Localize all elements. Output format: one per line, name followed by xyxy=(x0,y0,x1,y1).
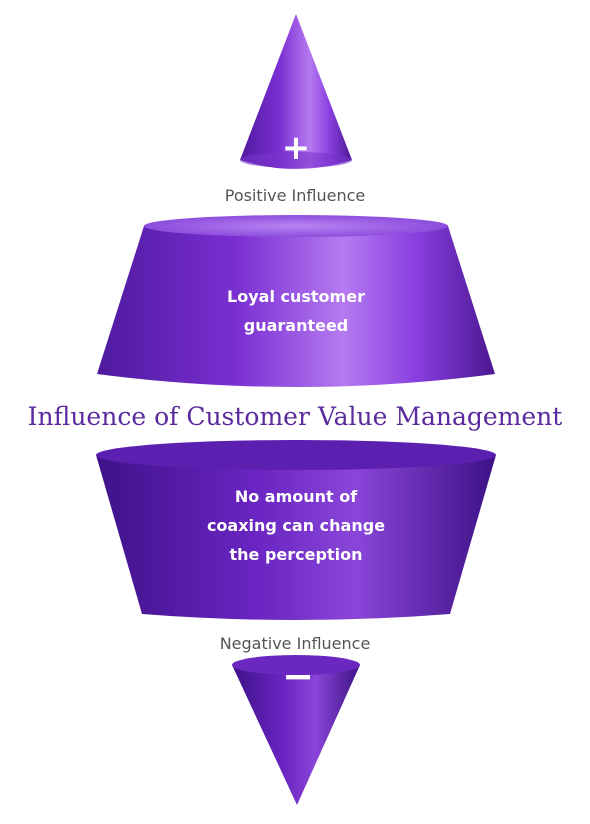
lower-block-line-2: coaxing can change xyxy=(206,516,386,535)
upper-block-text: Loyal customer guaranteed xyxy=(196,282,396,340)
minus-icon: − xyxy=(282,654,314,698)
lower-block-line-3: the perception xyxy=(229,545,363,564)
positive-cone xyxy=(240,14,352,169)
upper-frustum xyxy=(97,215,495,387)
lower-block-text: No amount of coaxing can change the perc… xyxy=(176,482,416,569)
plus-icon: + xyxy=(281,128,311,168)
diagram-title: Influence of Customer Value Management xyxy=(27,402,563,431)
lower-frustum xyxy=(96,440,496,620)
upper-block-line-2: guaranteed xyxy=(243,316,349,335)
upper-block-line-1: Loyal customer xyxy=(227,287,365,306)
positive-influence-label: Positive Influence xyxy=(224,186,366,205)
negative-influence-label: Negative Influence xyxy=(219,634,371,653)
lower-block-line-1: No amount of xyxy=(234,487,358,506)
negative-cone xyxy=(232,655,360,805)
